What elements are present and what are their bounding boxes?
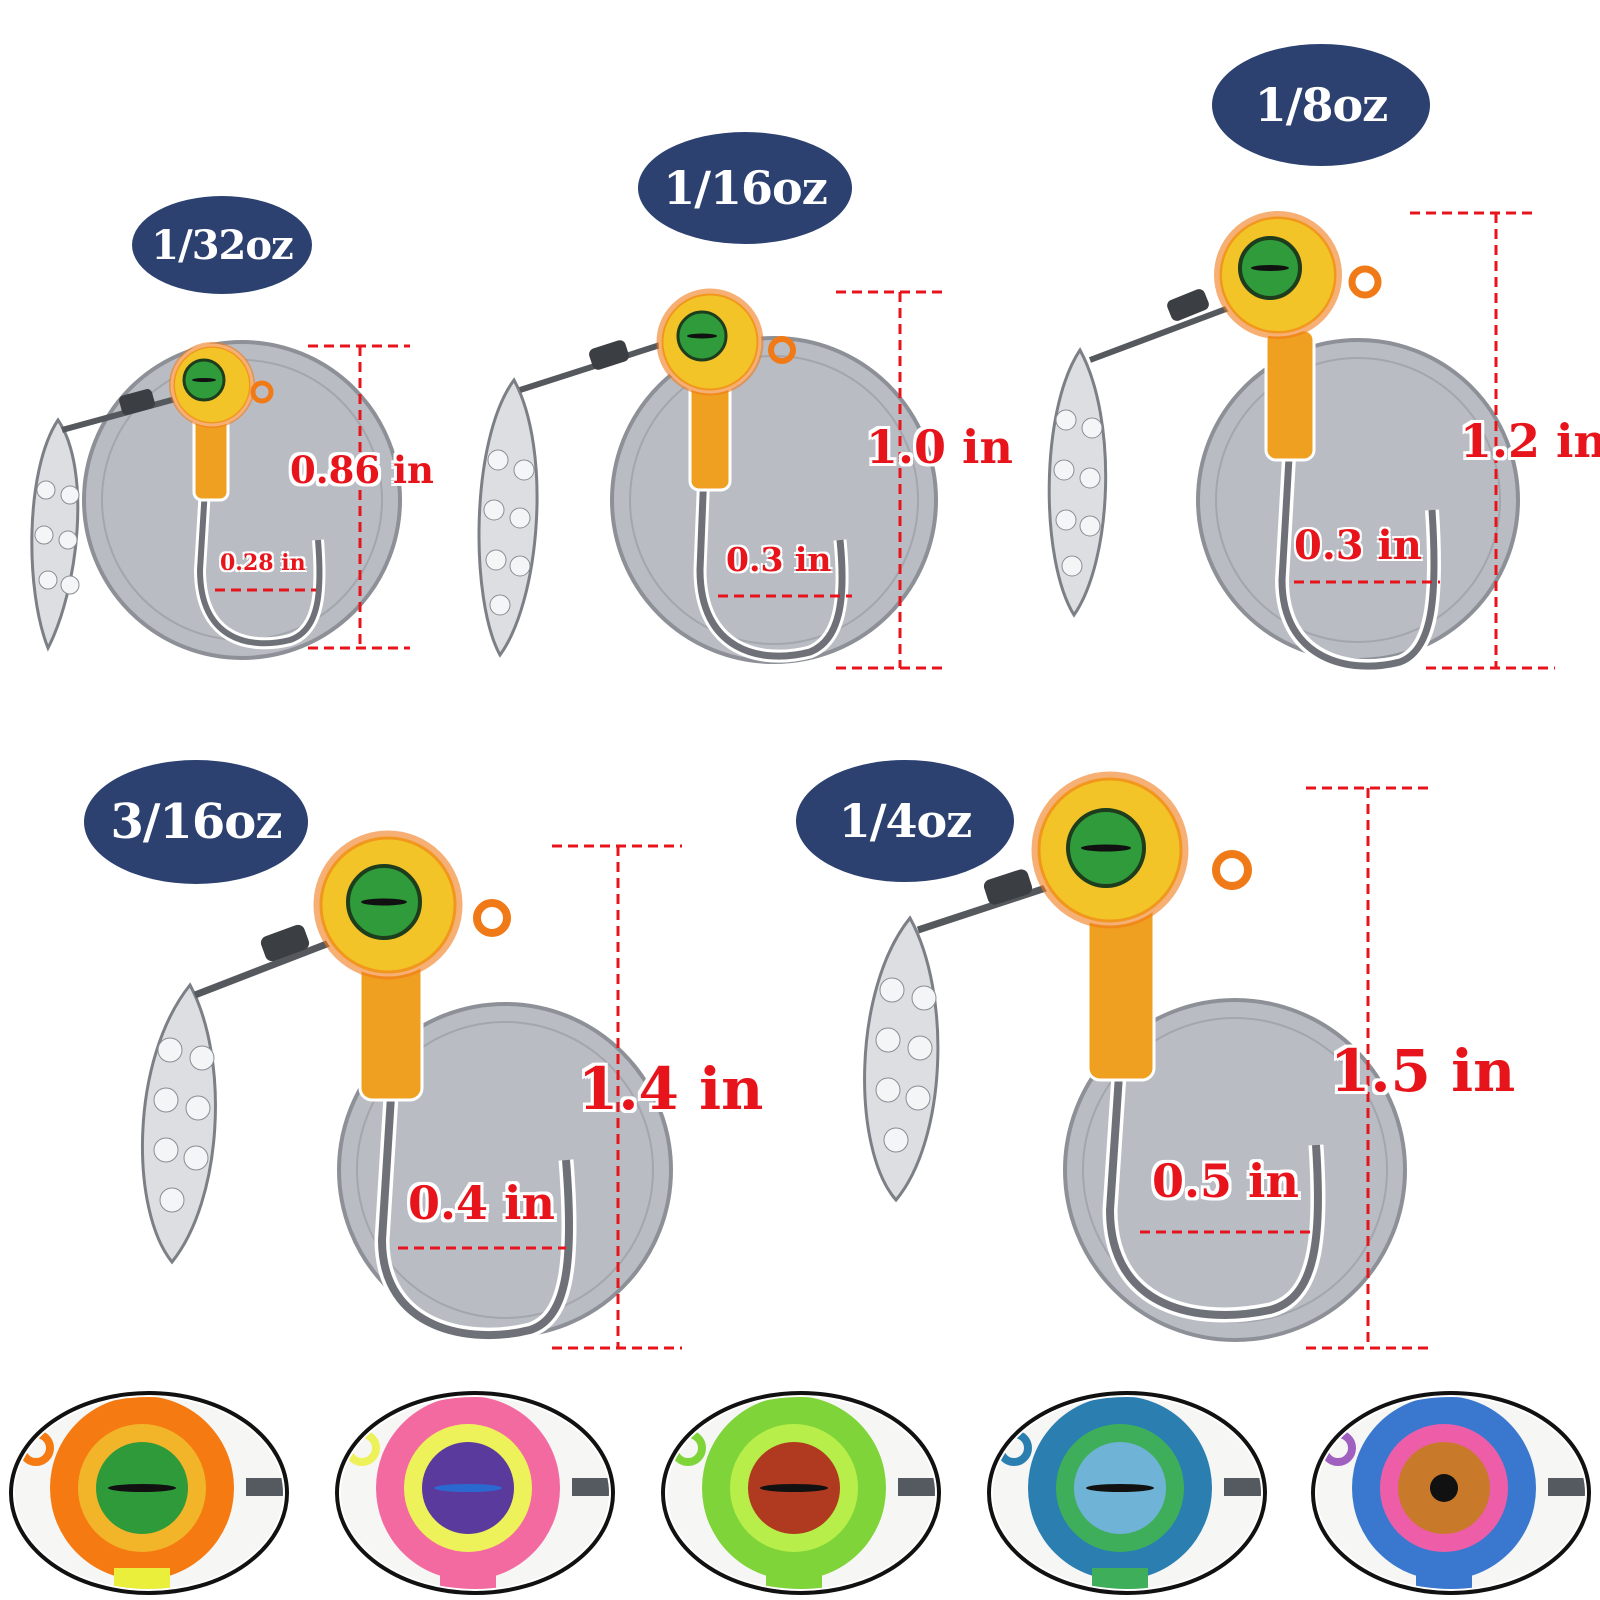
gap-label-1-4oz: 0.5 in	[1152, 1154, 1299, 1208]
jig-collar	[1086, 878, 1156, 1082]
height-label-3-16oz: 1.4 in	[578, 1055, 764, 1123]
height-label-1-16oz: 1.0 in	[866, 420, 1013, 474]
gap-label-1-32oz: 0.28 in	[220, 550, 306, 576]
jig-head	[170, 343, 254, 427]
spinner-blade	[30, 417, 80, 652]
weight-badge-1-4oz: 1/4oz	[796, 760, 1014, 882]
spinner-blade	[1047, 347, 1108, 618]
jig-collar	[688, 378, 732, 492]
jig-head	[658, 290, 762, 394]
weight-label: 1/4oz	[838, 794, 973, 848]
weight-label: 3/16oz	[110, 794, 283, 850]
gap-label-1-16oz: 0.3 in	[726, 540, 832, 579]
coin	[82, 340, 402, 660]
height-label-1-4oz: 1.5 in	[1330, 1037, 1516, 1105]
weight-label: 1/16oz	[663, 161, 828, 215]
height-label-1-8oz: 1.2 in	[1460, 414, 1600, 468]
eye	[1238, 236, 1302, 300]
weight-badge-1-8oz: 1/8oz	[1212, 44, 1430, 166]
color-variant-4	[987, 1391, 1267, 1595]
gap-label-3-16oz: 0.4 in	[408, 1176, 555, 1230]
jig-collar	[192, 398, 230, 502]
coin	[1196, 338, 1520, 662]
color-variant-1	[9, 1391, 289, 1595]
eye	[1066, 808, 1146, 888]
weight-label: 1/8oz	[1254, 78, 1389, 132]
gap-label-1-8oz: 0.3 in	[1294, 522, 1422, 569]
weight-badge-3-16oz: 3/16oz	[84, 760, 308, 884]
weight-label: 1/32oz	[151, 221, 293, 269]
height-label-1-32oz: 0.86 in	[290, 448, 434, 492]
spinner-blade	[140, 982, 217, 1265]
color-variant-3	[661, 1391, 941, 1595]
spinner-blade	[863, 915, 940, 1203]
color-variant-5	[1311, 1391, 1591, 1595]
jig-head	[316, 833, 460, 977]
jig-collar	[358, 948, 424, 1102]
jig-head	[1216, 213, 1340, 337]
jig-head	[1034, 774, 1186, 926]
color-variant-2	[335, 1391, 615, 1595]
eye	[676, 310, 728, 362]
weight-badge-1-32oz: 1/32oz	[132, 196, 312, 294]
coin	[610, 336, 938, 664]
coin	[337, 1002, 673, 1338]
weight-badge-1-16oz: 1/16oz	[638, 132, 852, 244]
hook	[693, 419, 849, 663]
jig-collar	[1264, 328, 1316, 462]
eye	[182, 358, 226, 402]
spinner-blade	[477, 377, 539, 658]
eye	[346, 864, 422, 940]
